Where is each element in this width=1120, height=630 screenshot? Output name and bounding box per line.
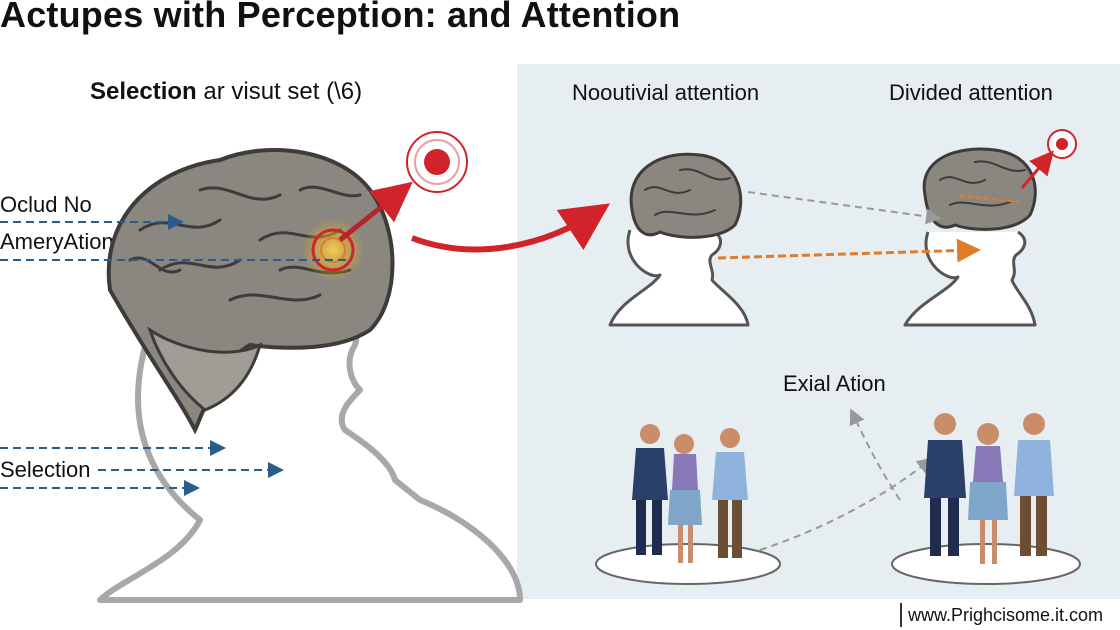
target-icon [406, 131, 468, 193]
label-ameryation: AmeryAtion [0, 229, 114, 254]
page-title: Actupes with Perception: and Attention [0, 0, 681, 35]
credit-divider [900, 603, 902, 627]
left-panel-subtitle: Selection ar visut set (\6) [90, 78, 362, 106]
label-divided-attention: Divided attention [889, 80, 1053, 105]
right-panel-background [517, 64, 1120, 599]
grey-dashed-arrow-top [747, 191, 942, 225]
label-nooutivial-attention: Nooutivial attention [572, 80, 760, 105]
orange-dashed-arrow [717, 238, 981, 263]
large-brain [106, 148, 395, 435]
subtitle-bold: Selection [90, 78, 197, 105]
subtitle-rest: ar visut set (\6) [196, 78, 363, 105]
grey-dashed-arrow-bottom [759, 457, 934, 551]
label-selection: Selection [0, 457, 91, 482]
focus-arrow [338, 181, 413, 242]
large-head-outline [97, 288, 523, 603]
grey-dashed-arrow-up [849, 408, 901, 501]
label-oclud: Oclud No [0, 192, 92, 217]
orange-inner-dash [959, 195, 1021, 203]
small-head-left [608, 152, 750, 327]
transition-arrow [410, 203, 610, 253]
people-group-right [891, 413, 1081, 585]
small-target-icon [1047, 129, 1077, 159]
label-exial-ation: Exial Ation [783, 371, 886, 396]
small-head-right [903, 147, 1037, 327]
credit-text: www.Prighcisome.it.com [908, 605, 1104, 625]
people-group-left [595, 424, 781, 585]
small-focus-arrow [1020, 150, 1054, 189]
